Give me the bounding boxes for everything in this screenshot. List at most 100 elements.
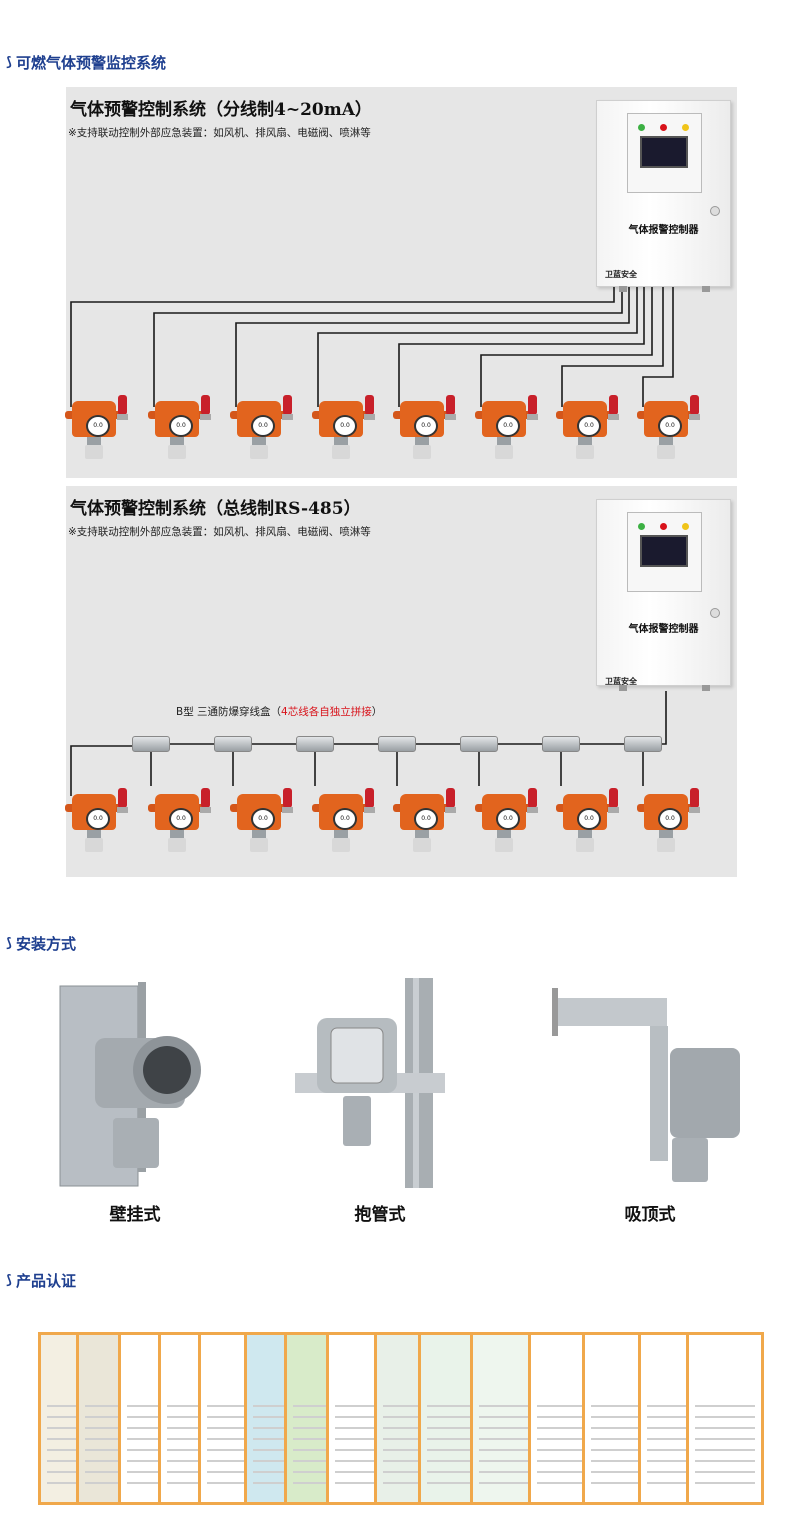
certificate-text-line <box>479 1471 531 1473</box>
alarm-lamp-base <box>282 414 293 420</box>
gas-detector: 0.0 <box>475 786 538 856</box>
certificate-text-line <box>695 1449 755 1451</box>
detector-housing: 0.0 <box>72 401 116 437</box>
detector-reading: 0.0 <box>258 815 268 822</box>
certificate-text-line <box>647 1460 689 1462</box>
alarm-lamp-icon <box>609 395 618 415</box>
sensor-head <box>576 838 594 852</box>
alarm-lamp-icon <box>528 395 537 415</box>
detector-reading: 0.0 <box>258 422 268 429</box>
detector-mount-ear <box>230 804 240 812</box>
alarm-lamp-base <box>689 807 700 813</box>
detector-mount-ear <box>637 804 647 812</box>
detector-neck <box>415 830 429 838</box>
detector-mount-ear <box>230 411 240 419</box>
certificate-text-line <box>591 1460 643 1462</box>
certificate-text-line <box>293 1449 335 1451</box>
gas-detector: 0.0 <box>312 393 375 463</box>
certificate-text-line <box>47 1405 89 1407</box>
detector-reading: 0.0 <box>503 422 513 429</box>
certificate-text-line <box>383 1427 435 1429</box>
gas-detector: 0.0 <box>148 393 211 463</box>
detector-housing: 0.0 <box>237 401 281 437</box>
signal-wire <box>398 287 645 407</box>
detector-display: 0.0 <box>333 415 357 437</box>
detector-neck <box>87 437 101 445</box>
certificate-text-line <box>167 1416 209 1418</box>
gas-detector: 0.0 <box>65 786 128 856</box>
detector-reading: 0.0 <box>421 422 431 429</box>
certificate-gallery <box>38 1332 764 1505</box>
alarm-lamp-icon <box>690 788 699 808</box>
certificate-text-line <box>47 1449 89 1451</box>
certificate-text-line <box>479 1405 531 1407</box>
controller-label: 气体报警控制器 <box>628 225 699 236</box>
certificate-text-line <box>647 1449 689 1451</box>
junction-label-note: 4芯线各自独立拼接 <box>281 706 372 718</box>
gas-detector: 0.0 <box>556 393 619 463</box>
detector-housing: 0.0 <box>319 794 363 830</box>
install-method-label: 吸顶式 <box>624 1205 676 1225</box>
certificate-text-line <box>47 1438 89 1440</box>
alarm-lamp-base <box>282 807 293 813</box>
detector-display: 0.0 <box>496 415 520 437</box>
certificate-text-line <box>253 1471 295 1473</box>
certificate-text-line <box>591 1482 643 1484</box>
certificate-text-line <box>591 1427 643 1429</box>
certificate-text-line <box>695 1438 755 1440</box>
certificate-text-line <box>479 1449 531 1451</box>
certificate-text-line <box>293 1482 335 1484</box>
detector-housing: 0.0 <box>644 401 688 437</box>
section-title-system: ⟆ 可燃气体预警监控系统 <box>6 52 166 73</box>
ceiling-mount-illustration <box>552 988 740 1182</box>
certificate-text-line <box>167 1438 209 1440</box>
install-method-label: 抱管式 <box>354 1205 406 1225</box>
certificate-text-line <box>427 1405 479 1407</box>
detector-reading: 0.0 <box>340 422 350 429</box>
certificate-text-line <box>383 1405 435 1407</box>
certificate-text-line <box>127 1427 169 1429</box>
detector-neck <box>659 437 673 445</box>
detector-housing: 0.0 <box>482 794 526 830</box>
detector-neck <box>415 437 429 445</box>
alarm-led-icon <box>660 523 667 530</box>
certificate-text-line <box>591 1438 643 1440</box>
alarm-lamp-base <box>608 414 619 420</box>
certificate-text-line <box>293 1405 335 1407</box>
signal-wire <box>70 287 615 407</box>
detector-display: 0.0 <box>86 808 110 830</box>
section-marker-icon: ⟆ <box>6 1273 12 1288</box>
certificate-text-line <box>293 1416 335 1418</box>
certificate-text-line <box>383 1460 435 1462</box>
bus-wire <box>70 745 132 796</box>
sensor-head <box>168 838 186 852</box>
certificate-text-line <box>127 1449 169 1451</box>
sensor-head <box>250 445 268 459</box>
certificate-text-line <box>479 1460 531 1462</box>
alarm-lamp-icon <box>365 788 374 808</box>
bus-wire <box>662 691 667 745</box>
fault-led-icon <box>682 124 689 131</box>
sensor-head <box>85 838 103 852</box>
detector-housing: 0.0 <box>563 401 607 437</box>
alarm-lamp-base <box>364 807 375 813</box>
detector-reading: 0.0 <box>93 422 103 429</box>
detector-mount-ear <box>393 411 403 419</box>
panel-subtitle: ※支持联动控制外部应急装置：如风机、排风扇、电磁阀、喷淋等 <box>68 526 371 538</box>
detector-mount-ear <box>475 804 485 812</box>
certificate-text-line <box>253 1416 295 1418</box>
detector-mount-ear <box>637 411 647 419</box>
cable-gland <box>619 685 627 691</box>
certificate-text-line <box>167 1460 209 1462</box>
detector-housing: 0.0 <box>72 794 116 830</box>
certificate-text-line <box>85 1427 127 1429</box>
gas-detector: 0.0 <box>148 786 211 856</box>
controller-brand: 卫蓝安全 <box>605 270 637 279</box>
detector-housing: 0.0 <box>237 794 281 830</box>
gas-detector: 0.0 <box>393 786 456 856</box>
certificate-text-line <box>335 1460 387 1462</box>
controller-display <box>640 136 688 168</box>
certificate-text-line <box>167 1482 209 1484</box>
alarm-controller-cabinet: 气体报警控制器 卫蓝安全 <box>596 100 731 292</box>
certificate-text-line <box>427 1482 479 1484</box>
